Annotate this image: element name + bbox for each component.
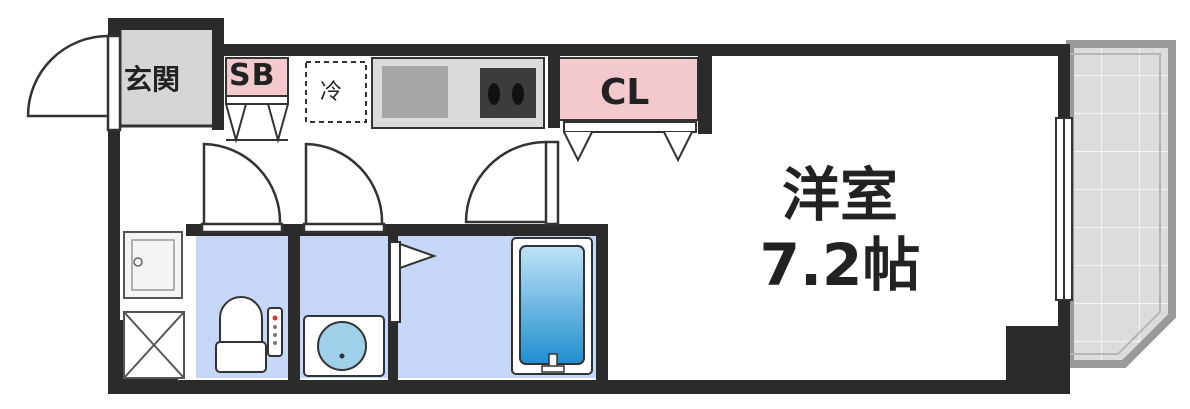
fridge-space: [305, 61, 367, 123]
bathtub: [511, 237, 593, 375]
fridge-label: 冷: [320, 80, 343, 105]
kitchen-counter: [371, 57, 545, 129]
bath-door: [389, 241, 438, 323]
shoe-box: [225, 57, 289, 144]
washroom-door: [302, 142, 386, 234]
washing-machine-space: [123, 231, 183, 299]
room-label: 洋室 7.2帖: [740, 160, 940, 300]
shoe-box-label: SB: [229, 58, 276, 93]
closet-label: CL: [600, 72, 650, 113]
entrance-door: [26, 34, 122, 132]
storage-corner: [123, 311, 185, 379]
balcony: [1066, 40, 1176, 368]
walls: [108, 18, 1070, 394]
closet-doors: [563, 121, 697, 163]
entrance-label: 玄関: [124, 63, 181, 96]
toilet-door: [200, 142, 284, 234]
wash-basin: [303, 315, 385, 377]
room-door: [464, 140, 560, 226]
toilet: [215, 296, 283, 373]
window-right: [1055, 117, 1073, 301]
room-size: 7.2帖: [759, 231, 921, 299]
room-name: 洋室: [781, 161, 898, 229]
